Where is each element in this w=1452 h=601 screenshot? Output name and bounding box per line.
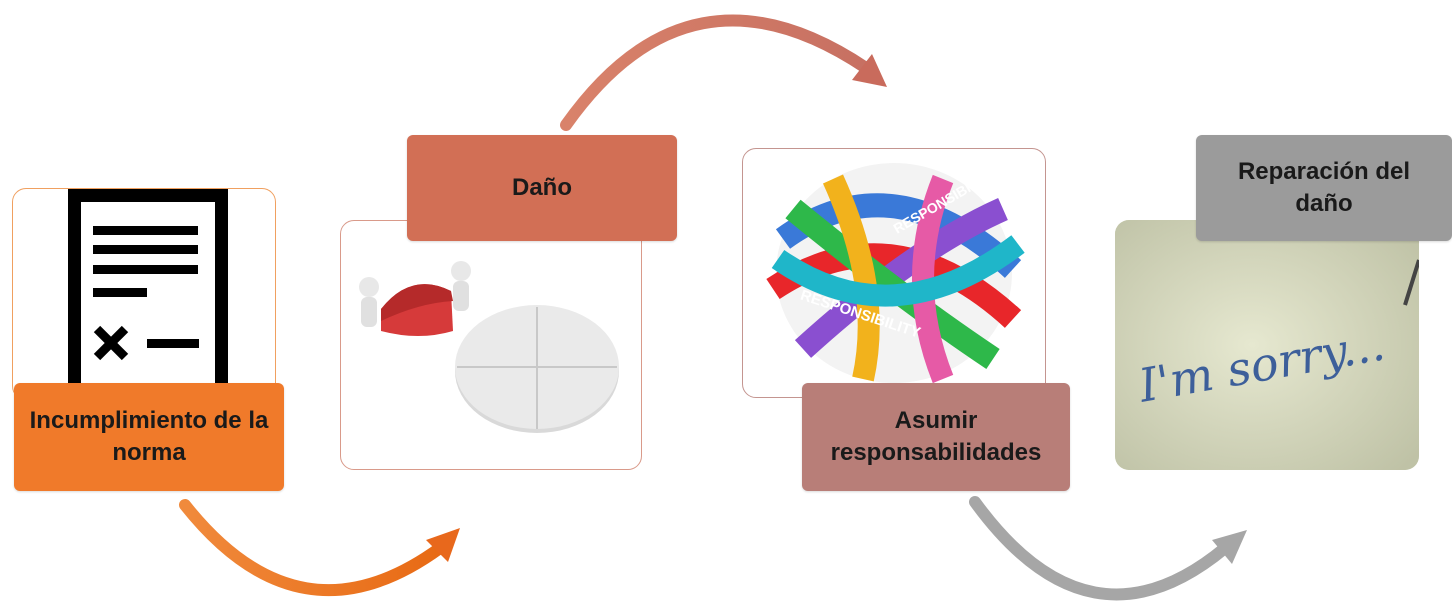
step-1-label: Incumplimiento de la norma: [14, 383, 284, 491]
arrow-2-head: [852, 54, 887, 87]
responsibility-ribbons-image: RESPONSIBILITY RESPONSIBILITY: [766, 163, 1025, 384]
puzzle-figures-image: [359, 261, 619, 433]
step-3-label: Asumir responsabilidades: [802, 383, 1070, 491]
step-1-image-frame: [12, 188, 276, 401]
arrow-3: [969, 496, 1231, 601]
step-4-label: Reparación del daño: [1196, 135, 1452, 241]
arrow-1: [179, 499, 446, 597]
im-sorry-note-image: I'm sorry...: [1115, 220, 1419, 470]
arrow-1-head: [426, 528, 460, 562]
arrow-2: [560, 14, 872, 131]
step-3-image-frame: RESPONSIBILITY RESPONSIBILITY: [742, 148, 1046, 398]
step-4-image-frame: I'm sorry...: [1115, 220, 1419, 470]
arrow-3-head: [1212, 530, 1247, 564]
step-2-image-frame: [340, 220, 642, 470]
step-2-label: Daño: [407, 135, 677, 241]
document-x-icon: [68, 189, 228, 401]
